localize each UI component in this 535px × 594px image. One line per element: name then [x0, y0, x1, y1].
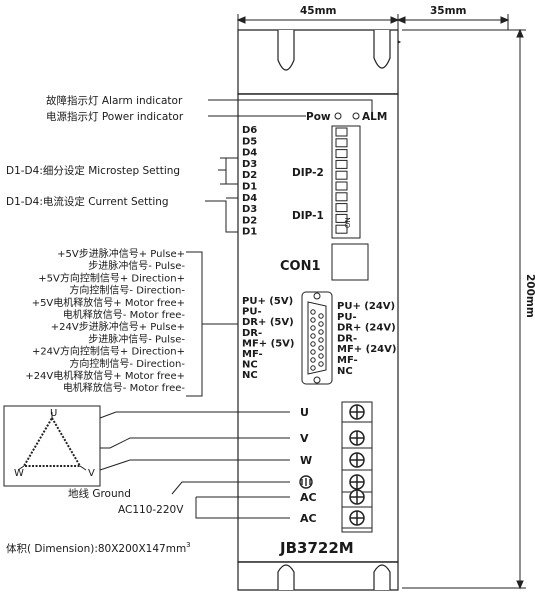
terminal-screw[interactable]: [349, 404, 365, 420]
power-leaders: [171, 481, 238, 519]
motor-symbol: [3, 405, 238, 487]
dip-pin-label: D5: [242, 136, 257, 147]
dip-switch[interactable]: [335, 170, 348, 180]
pin-label-left: MF-: [242, 349, 263, 360]
ground-icon: [299, 475, 313, 489]
dip-switch[interactable]: [335, 224, 348, 234]
signal-bracket: [186, 251, 238, 397]
signal-label: +24V步进脉冲信号+ Pulse+: [51, 320, 185, 333]
dim-35mm: 35mm: [430, 5, 467, 17]
ground-label: 地线 Ground: [68, 487, 131, 500]
dip-pin-label: D2: [242, 215, 257, 226]
motor-w-label: W: [14, 468, 24, 479]
signal-label: +5V电机释放信号+ Motor free+: [32, 296, 185, 309]
pin-label-right: MF+ (24V): [337, 344, 396, 355]
pin-label-left: DR-: [242, 328, 262, 339]
pin-label-right: DR+ (24V): [337, 323, 396, 334]
dip-switch[interactable]: [335, 138, 348, 148]
dip1-label: DIP-1: [292, 210, 324, 222]
terminal-screw[interactable]: [349, 474, 365, 490]
dip-switch[interactable]: [335, 203, 348, 213]
dim-45mm: 45mm: [300, 5, 337, 17]
dip-switch[interactable]: [335, 149, 348, 159]
dip-switch-blocks: [331, 125, 361, 239]
pins-right: PU+ (24V)PU-DR+ (24V)DR-MF+ (24V)MF-NC: [337, 301, 396, 377]
pin-label-left: NC: [242, 370, 258, 381]
signal-label: 电机释放信号- Motor free-: [63, 308, 186, 321]
pin-label-right: PU+ (24V): [337, 301, 395, 312]
pin-label-left: DR+ (5V): [242, 317, 294, 328]
power-led: [334, 112, 342, 120]
motor-u-label: U: [50, 408, 57, 419]
terminal-label: V: [300, 432, 309, 445]
dimension-note: 体积( Dimension):80X200X147mm3: [6, 541, 191, 555]
pin-label-right: NC: [337, 366, 353, 377]
dip2-label: DIP-2: [292, 167, 324, 179]
pin-label-left: MF+ (5V): [242, 338, 294, 349]
dip-switch[interactable]: [335, 181, 348, 191]
terminal-screw[interactable]: [349, 430, 365, 446]
terminal-screw[interactable]: [349, 452, 365, 468]
signal-label: 方向控制信号- Direction-: [69, 357, 185, 370]
pin-label-right: MF-: [337, 355, 358, 366]
power-indicator-label: 电源指示灯 Power indicator: [46, 110, 184, 123]
dip-pin-label: D3: [242, 159, 257, 170]
signal-label: 步进脉冲信号- Pulse-: [88, 259, 185, 272]
db15-connector: [301, 291, 333, 385]
dip-pin-label: D2: [242, 170, 257, 181]
alarm-indicator-label: 故障指示灯 Alarm indicator: [46, 94, 183, 107]
terminal-screw[interactable]: [349, 489, 365, 505]
alm-label: ALM: [362, 111, 387, 123]
dim-200mm: 200mm: [524, 274, 535, 318]
pow-label: Pow: [306, 111, 331, 123]
indicator-leaders: [208, 99, 373, 117]
signal-list: +5V步进脉冲信号+ Pulse+步进脉冲信号- Pulse-+5V方向控制信号…: [25, 247, 185, 394]
dip-on-label: ON: [344, 217, 352, 228]
terminal-leaders: [238, 411, 290, 519]
terminal-screw[interactable]: [349, 510, 365, 526]
pin-label-right: DR-: [337, 333, 357, 344]
signal-label: +24V方向控制信号+ Direction+: [32, 345, 185, 358]
dip-brackets: [205, 157, 238, 233]
dip-pin-label: D1: [242, 182, 257, 193]
signal-label: 步进脉冲信号- Pulse-: [88, 332, 185, 345]
dip-switch[interactable]: [335, 192, 348, 202]
signal-label: +5V步进脉冲信号+ Pulse+: [57, 247, 185, 260]
terminal-label: U: [300, 406, 309, 419]
terminal-label: W: [300, 454, 312, 467]
microstep-label: D1-D4:细分设定 Microstep Setting: [6, 164, 180, 177]
signal-label: 电机释放信号- Motor free-: [63, 381, 186, 394]
pin-label-left: NC: [242, 360, 258, 371]
model-label: JB3722M: [279, 539, 354, 557]
dip-pin-label: D4: [242, 193, 257, 204]
pin-label-right: PU-: [337, 312, 357, 323]
con1-box: [331, 243, 369, 281]
current-label: D1-D4:电流设定 Current Setting: [6, 195, 169, 208]
pin-label-left: PU-: [242, 307, 262, 318]
dip-switch[interactable]: [335, 213, 348, 223]
terminal-label: AC: [300, 491, 317, 504]
dip-pin-label: D6: [242, 125, 257, 136]
signal-label: 方向控制信号- Direction-: [69, 284, 185, 297]
motor-v-label: V: [88, 468, 95, 479]
signal-label: +24V电机释放信号+ Motor free+: [25, 369, 185, 382]
terminal-block: [341, 401, 373, 533]
terminal-labels: UVW AC AC: [299, 406, 317, 525]
dip-pin-label: D3: [242, 204, 257, 215]
terminal-label: AC: [300, 512, 317, 525]
signal-label: +5V方向控制信号+ Direction+: [38, 271, 185, 284]
alarm-led: [352, 112, 360, 120]
dip-pin-label: D4: [242, 148, 257, 159]
ac-input-label: AC110-220V: [118, 504, 184, 516]
pin-label-left: PU+ (5V): [242, 296, 293, 307]
dip-pin-label: D1: [242, 227, 257, 238]
dip-switch[interactable]: [335, 127, 348, 137]
con1-label: CON1: [280, 259, 321, 274]
dip-switch[interactable]: [335, 159, 348, 169]
